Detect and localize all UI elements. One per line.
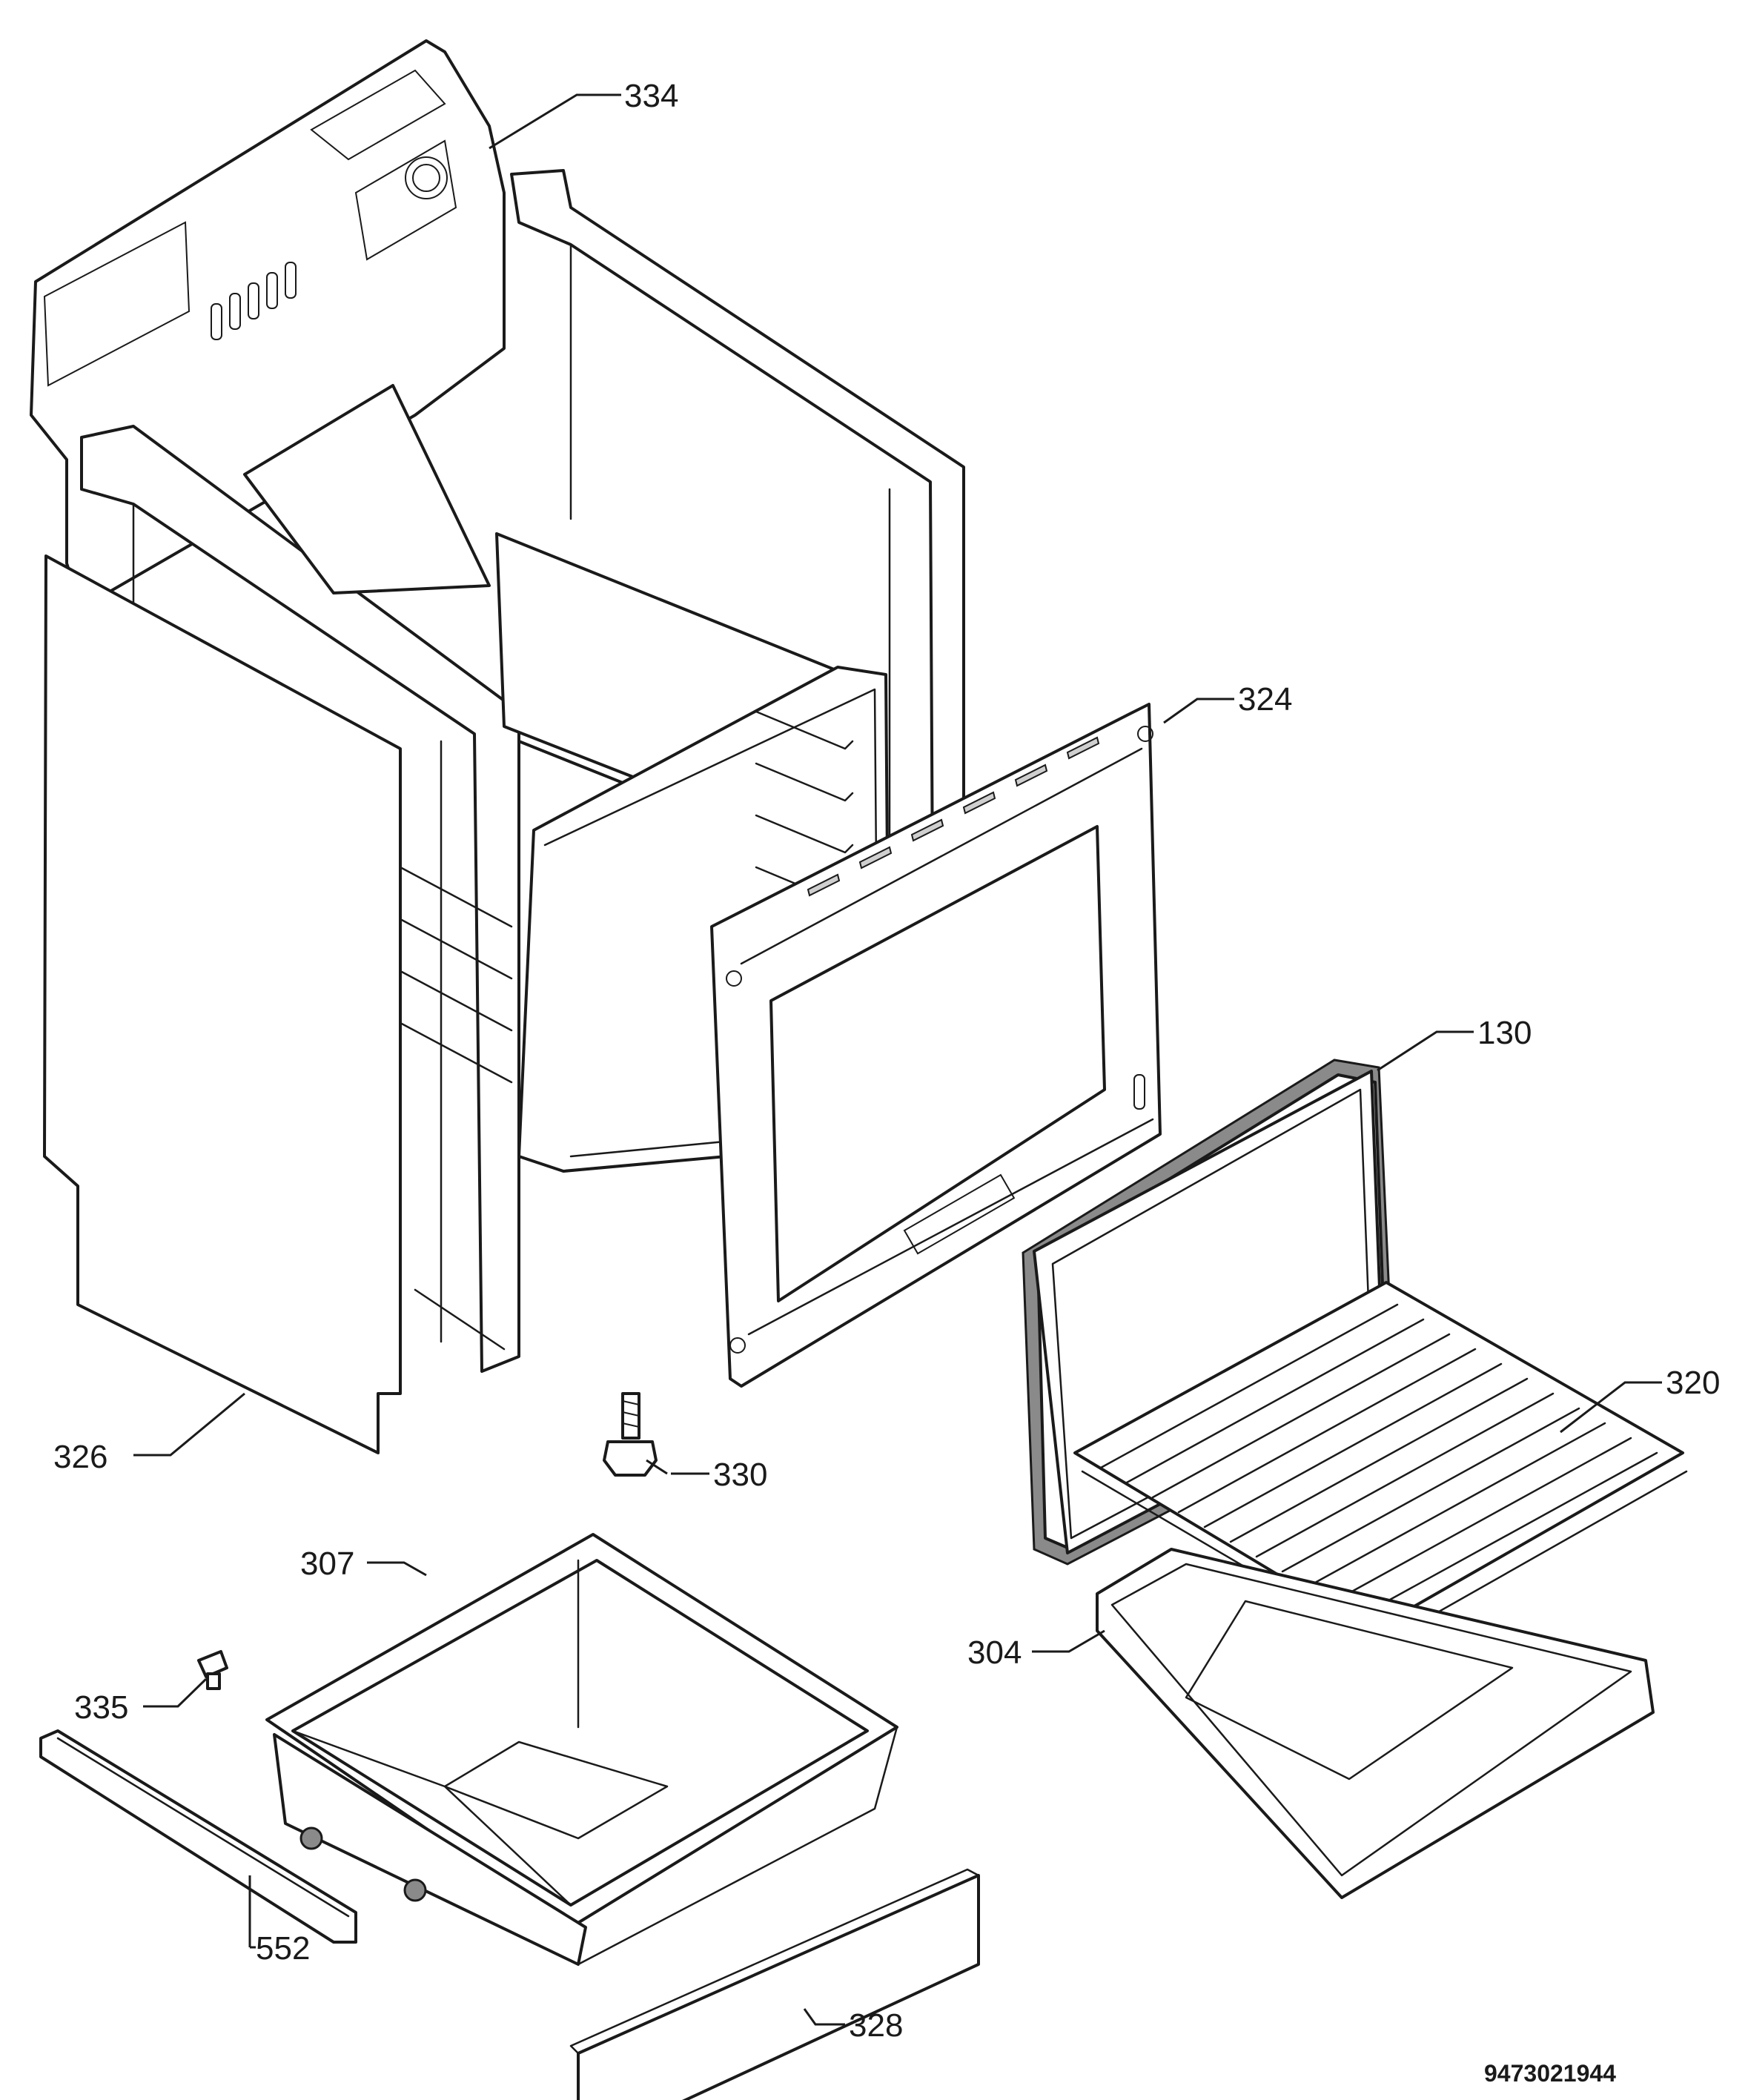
part-330-adjustable-foot (603, 1392, 658, 1477)
callout-324: 324 (1238, 681, 1292, 718)
part-326-side-panel (43, 554, 402, 1454)
part-552-rail (39, 1729, 357, 1944)
part-324-door-frame (710, 703, 1162, 1388)
part-335-screw (197, 1650, 228, 1690)
document-number: 9473021944 (1484, 2060, 1616, 2087)
callout-labels: 334 324 130 320 326 330 307 304 335 328 … (53, 78, 1720, 2044)
door-frame-vent-slots (807, 736, 1100, 897)
callout-330: 330 (713, 1457, 767, 1493)
callout-552: 552 (256, 1930, 310, 1967)
callout-335: 335 (74, 1689, 128, 1726)
callout-328: 328 (849, 2007, 903, 2044)
leader-lines (133, 93, 1662, 2026)
part-307-drawer-tray (265, 1533, 898, 1966)
callout-334: 334 (624, 78, 678, 114)
callout-130: 130 (1477, 1015, 1532, 1051)
wire-shelf-rods (1099, 1303, 1658, 1617)
callout-326: 326 (53, 1439, 107, 1475)
callout-307: 307 (300, 1546, 354, 1582)
rear-panel-vent-slots (211, 262, 297, 340)
part-304-baking-tray (1096, 1548, 1655, 1899)
callout-320: 320 (1666, 1365, 1720, 1401)
callout-304: 304 (967, 1634, 1022, 1671)
part-328-front-panel (569, 1868, 980, 2100)
